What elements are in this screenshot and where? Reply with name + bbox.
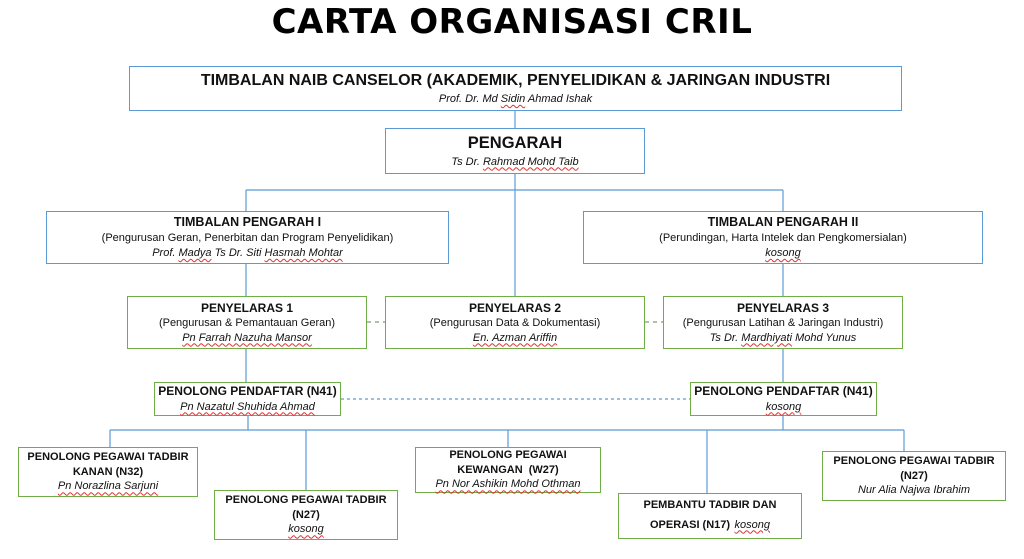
page-title: CARTA ORGANISASI CRIL (271, 2, 753, 42)
penolong-pegawai-tadbir-kanan-title-1: PENOLONG PEGAWAI TADBIR (27, 450, 189, 463)
pembantu-tadbir-line-2: OPERASI (N17) kosong (650, 513, 770, 535)
penyelaras-3-name: Ts Dr. Mardhiyati Mohd Yunus (710, 331, 857, 346)
penyelaras-1-desc: (Pengurusan & Pemantauan Geran) (158, 316, 336, 329)
timbalan-naib-canselor-name: Prof. Dr. Md Sidin Ahmad Ishak (439, 92, 592, 107)
penyelaras-2-box: PENYELARAS 2 (Pengurusan Data & Dokument… (385, 296, 645, 349)
penolong-pegawai-tadbir-n27-b-name: Nur Alia Najwa Ibrahim (857, 484, 971, 497)
penolong-pegawai-kewangan-title-2: KEWANGAN (W27) (457, 463, 559, 476)
timbalan-pengarah-1-title: TIMBALAN PENGARAH I (173, 215, 322, 230)
penolong-pegawai-kewangan-box: PENOLONG PEGAWAI KEWANGAN (W27) Pn Nor A… (415, 447, 601, 493)
penolong-pegawai-kewangan-title-1: PENOLONG PEGAWAI (449, 448, 567, 461)
penyelaras-3-desc: (Pengurusan Latihan & Jaringan Industri) (682, 316, 884, 329)
pengarah-box: PENGARAH Ts Dr. Rahmad Mohd Taib (385, 128, 645, 174)
penyelaras-1-title: PENYELARAS 1 (200, 300, 294, 315)
penyelaras-3-title: PENYELARAS 3 (736, 300, 830, 315)
penyelaras-1-name: Pn Farrah Nazuha Mansor (182, 331, 312, 344)
penolong-pegawai-kewangan-name: Pn Nor Ashikin Mohd Othman (435, 478, 581, 491)
timbalan-naib-canselor-box: TIMBALAN NAIB CANSELOR (AKADEMIK, PENYEL… (129, 66, 902, 111)
penolong-pendaftar-1-box: PENOLONG PENDAFTAR (N41) Pn Nazatul Shuh… (154, 382, 341, 416)
penyelaras-1-box: PENYELARAS 1 (Pengurusan & Pemantauan Ge… (127, 296, 367, 349)
name-part: Mohd Yunus (792, 331, 857, 344)
name-part: Mardhiyati (741, 331, 793, 344)
penyelaras-2-desc: (Pengurusan Data & Dokumentasi) (429, 316, 601, 329)
name-part: Ts Dr. Siti (211, 246, 265, 259)
pembantu-tadbir-title-2: OPERASI (N17) (649, 518, 731, 531)
timbalan-pengarah-2-desc: (Perundingan, Harta Intelek dan Pengkome… (659, 232, 907, 245)
name-part: Rahmad Mohd Taib (482, 155, 579, 168)
penolong-pegawai-tadbir-n27-b-box: PENOLONG PEGAWAI TADBIR (N27) Nur Alia N… (822, 451, 1006, 501)
timbalan-pengarah-2-name: kosong (765, 246, 801, 259)
pembantu-tadbir-name: kosong (734, 518, 770, 531)
name-part: Madya (178, 246, 212, 259)
pembantu-tadbir-box: PEMBANTU TADBIR DAN OPERASI (N17) kosong (618, 493, 802, 539)
timbalan-naib-canselor-title: TIMBALAN NAIB CANSELOR (AKADEMIK, PENYEL… (200, 72, 831, 90)
penolong-pegawai-tadbir-n27-a-title-1: PENOLONG PEGAWAI TADBIR (225, 493, 387, 506)
timbalan-pengarah-2-box: TIMBALAN PENGARAH II (Perundingan, Harta… (583, 211, 983, 264)
penolong-pegawai-tadbir-kanan-name: Pn Norazlina Sarjuni (57, 480, 159, 493)
timbalan-pengarah-1-box: TIMBALAN PENGARAH I (Pengurusan Geran, P… (46, 211, 449, 264)
penolong-pendaftar-1-name: Pn Nazatul Shuhida Ahmad (180, 400, 315, 413)
penolong-pegawai-tadbir-n27-a-title-2: (N27) (292, 508, 320, 521)
name-part: Prof. Dr. Md (438, 92, 501, 105)
penolong-pendaftar-2-name: kosong (765, 400, 802, 413)
penolong-pegawai-tadbir-kanan-title-2: KANAN (N32) (72, 465, 144, 478)
timbalan-pengarah-1-name: Prof. Madya Ts Dr. Siti Hasmah Mohtar (152, 246, 343, 261)
penolong-pendaftar-1-title: PENOLONG PENDAFTAR (N41) (158, 384, 337, 399)
penyelaras-2-name: En. Azman Ariffin (472, 331, 558, 344)
name-part: Ahmad Ishak (525, 92, 593, 105)
penolong-pendaftar-2-box: PENOLONG PENDAFTAR (N41) kosong (690, 382, 877, 416)
name-part: Prof. (152, 246, 179, 259)
name-part: Sidin (500, 92, 526, 105)
timbalan-pengarah-2-title: TIMBALAN PENGARAH II (707, 215, 859, 230)
penolong-pegawai-tadbir-n27-b-title-2: (N27) (900, 469, 928, 482)
timbalan-pengarah-1-desc: (Pengurusan Geran, Penerbitan dan Progra… (101, 232, 394, 245)
name-part: Ts Dr. (451, 155, 483, 168)
penyelaras-3-box: PENYELARAS 3 (Pengurusan Latihan & Jarin… (663, 296, 903, 349)
penolong-pegawai-tadbir-n27-a-name: kosong (288, 523, 324, 536)
penolong-pegawai-tadbir-n27-a-box: PENOLONG PEGAWAI TADBIR (N27) kosong (214, 490, 398, 540)
pembantu-tadbir-title-1: PEMBANTU TADBIR DAN (643, 498, 777, 511)
penolong-pegawai-tadbir-n27-b-title-1: PENOLONG PEGAWAI TADBIR (833, 454, 995, 467)
name-part: Ts Dr. (709, 331, 742, 344)
penolong-pendaftar-2-title: PENOLONG PENDAFTAR (N41) (694, 384, 873, 399)
penolong-pegawai-tadbir-kanan-box: PENOLONG PEGAWAI TADBIR KANAN (N32) Pn N… (18, 447, 198, 497)
pengarah-name: Ts Dr. Rahmad Mohd Taib (451, 155, 578, 170)
penyelaras-2-title: PENYELARAS 2 (468, 300, 562, 315)
pengarah-title: PENGARAH (467, 134, 563, 153)
name-part: Hasmah Mohtar (264, 246, 343, 259)
